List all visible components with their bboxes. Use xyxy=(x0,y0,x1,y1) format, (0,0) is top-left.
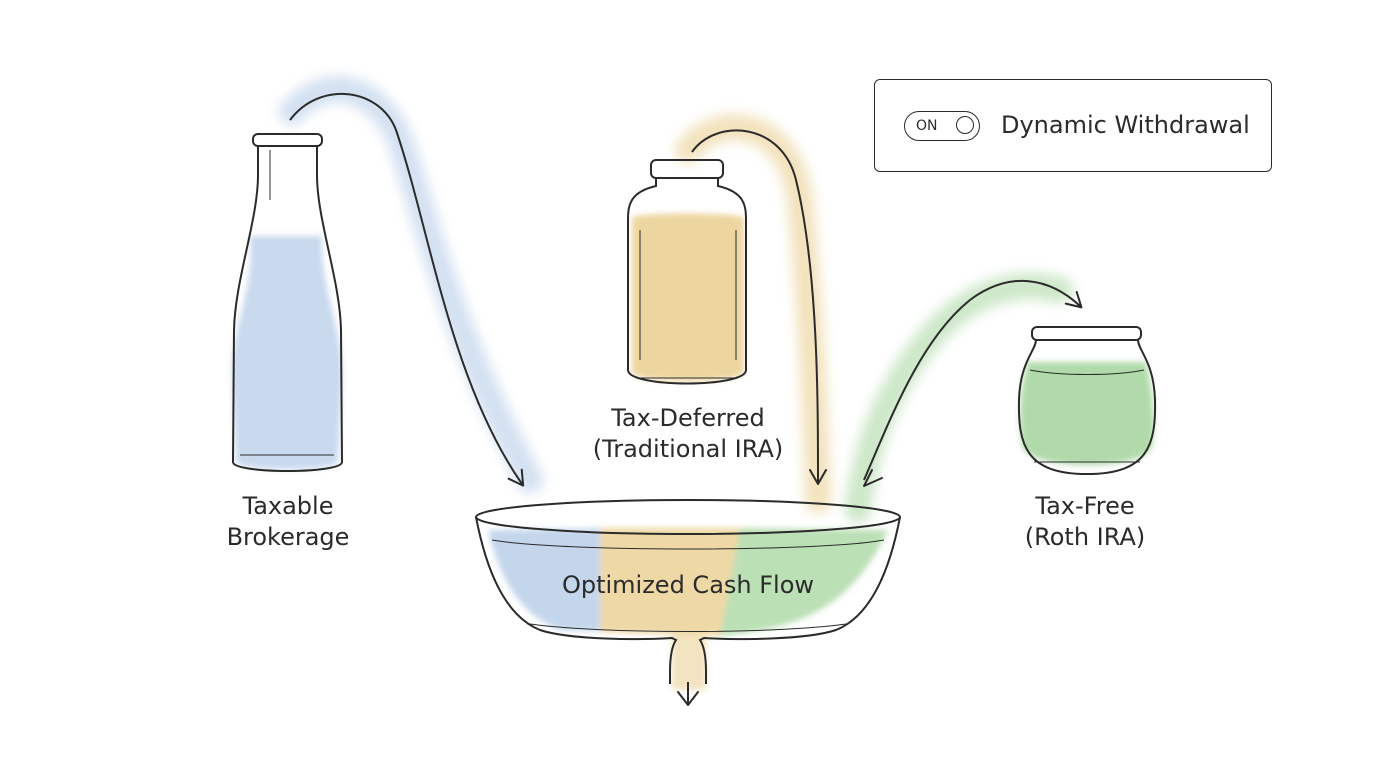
arrow-taxable-to-bowl xyxy=(289,92,525,487)
arrow-bowl-to-free xyxy=(863,279,1083,481)
deferred-label-line1: Tax-Deferred xyxy=(611,404,765,432)
toggle-label: Dynamic Withdrawal xyxy=(1001,111,1250,139)
bowl-liquid xyxy=(488,528,888,690)
optimized-cash-flow-label: Optimized Cash Flow xyxy=(561,571,815,599)
arrow-deferred-to-bowl xyxy=(691,129,827,485)
tax-deferred-liquid xyxy=(632,213,744,381)
arrowhead-free-to-bowl xyxy=(863,469,883,487)
taxable-label-line2: Brokerage xyxy=(226,523,350,551)
dynamic-withdrawal-card: ON Dynamic Withdrawal xyxy=(874,79,1272,172)
tax-deferred-label: Tax-Deferred (Traditional IRA) xyxy=(578,403,798,465)
cash-flow-bowl xyxy=(475,499,901,690)
free-label-line2: (Roth IRA) xyxy=(1024,523,1146,551)
deferred-label-line2: (Traditional IRA) xyxy=(592,435,784,463)
tax-deferred-jar xyxy=(627,159,747,385)
taxable-brokerage-label: Taxable Brokerage xyxy=(208,491,368,553)
toggle-state-text: ON xyxy=(916,118,938,134)
toggle-knob-icon xyxy=(956,116,974,134)
tax-free-label: Tax-Free (Roth IRA) xyxy=(1005,491,1165,553)
deferred-flow-wash xyxy=(675,114,831,513)
arrow-bowl-output-head xyxy=(677,691,699,706)
taxable-flow-wash xyxy=(279,76,543,493)
taxable-liquid xyxy=(231,236,343,470)
dynamic-withdrawal-toggle[interactable]: ON xyxy=(904,111,980,141)
free-label-line1: Tax-Free xyxy=(1035,492,1135,520)
tax-free-jar xyxy=(1017,326,1157,476)
free-flow-wash xyxy=(845,273,1073,523)
taxable-label-line1: Taxable xyxy=(242,492,334,520)
tax-free-liquid xyxy=(1020,362,1154,466)
flow-arrows xyxy=(289,92,1083,706)
taxable-bottle xyxy=(231,133,344,472)
watercolor-washes xyxy=(279,76,1073,523)
